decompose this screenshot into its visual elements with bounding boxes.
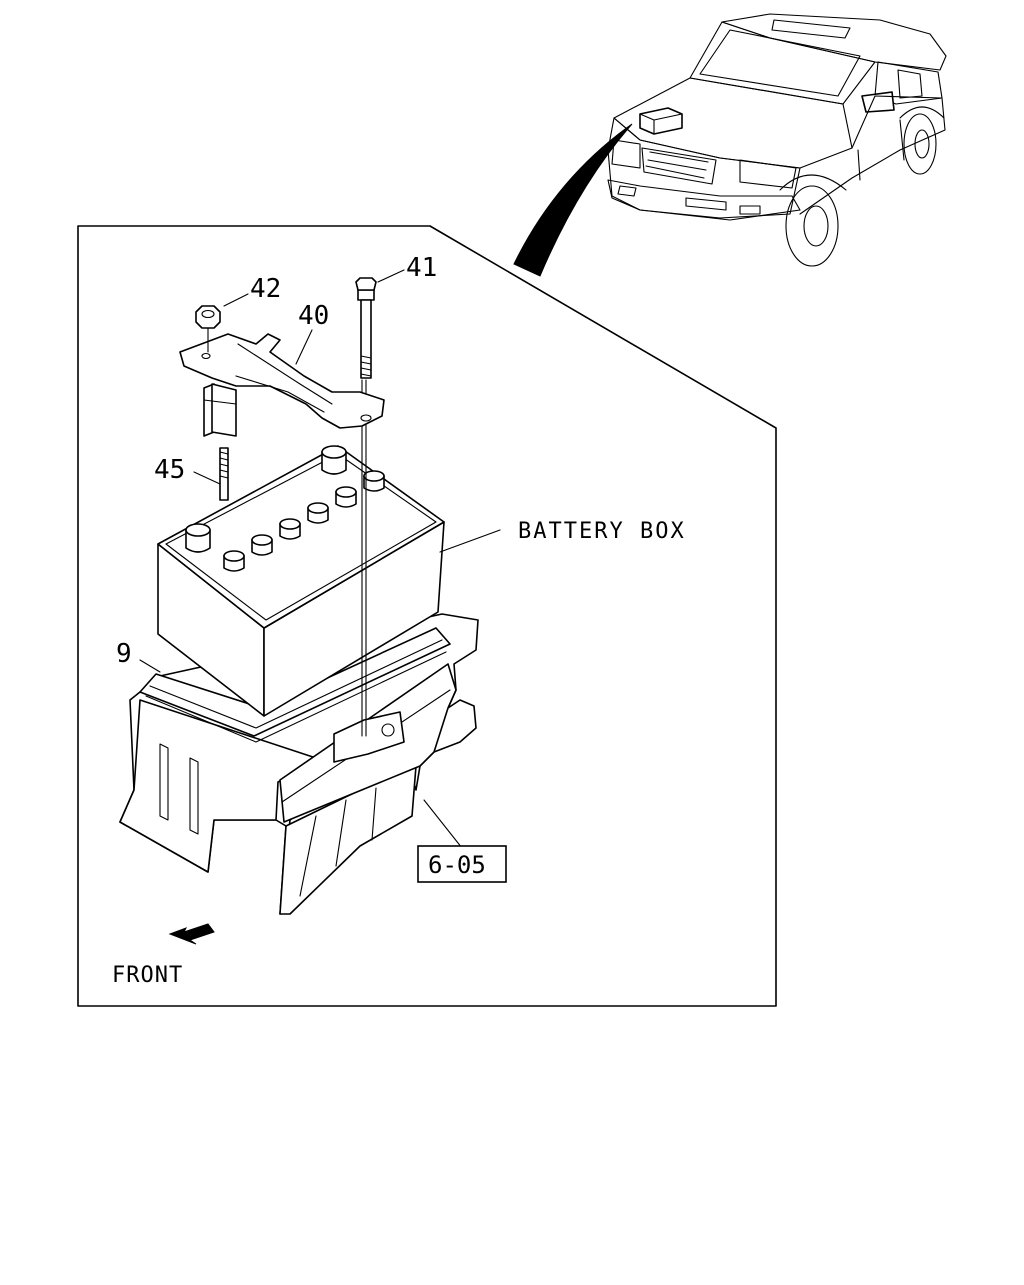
battery-box [119, 613, 479, 915]
terminal-posts [185, 445, 347, 553]
callout-42[interactable]: 42 [250, 274, 281, 304]
arrow-down-left-icon [168, 923, 215, 945]
battery-tray [139, 627, 451, 743]
battery [157, 445, 445, 717]
reference-box[interactable] [417, 845, 507, 883]
hold-down-bolt [355, 277, 377, 737]
callout-41[interactable]: 41 [406, 253, 437, 283]
leader-sweep [513, 123, 633, 277]
hold-down-rod [219, 447, 229, 501]
callout-labels: 41 42 40 45 9 BATTERY BOX 6-05 FRONT [112, 253, 686, 988]
callout-40[interactable]: 40 [298, 301, 329, 331]
cell-caps [223, 470, 385, 572]
hold-down-bracket [179, 333, 385, 437]
detail-frame [77, 225, 777, 1007]
battery-box-label: BATTERY BOX [518, 519, 686, 544]
callout-45[interactable]: 45 [154, 455, 185, 485]
front-label: FRONT [112, 963, 183, 988]
callout-9[interactable]: 9 [116, 639, 132, 669]
nut [195, 305, 221, 353]
vehicle-illustration [607, 13, 947, 267]
reference-6-05[interactable]: 6-05 [428, 851, 486, 879]
leader-lines [139, 269, 501, 849]
